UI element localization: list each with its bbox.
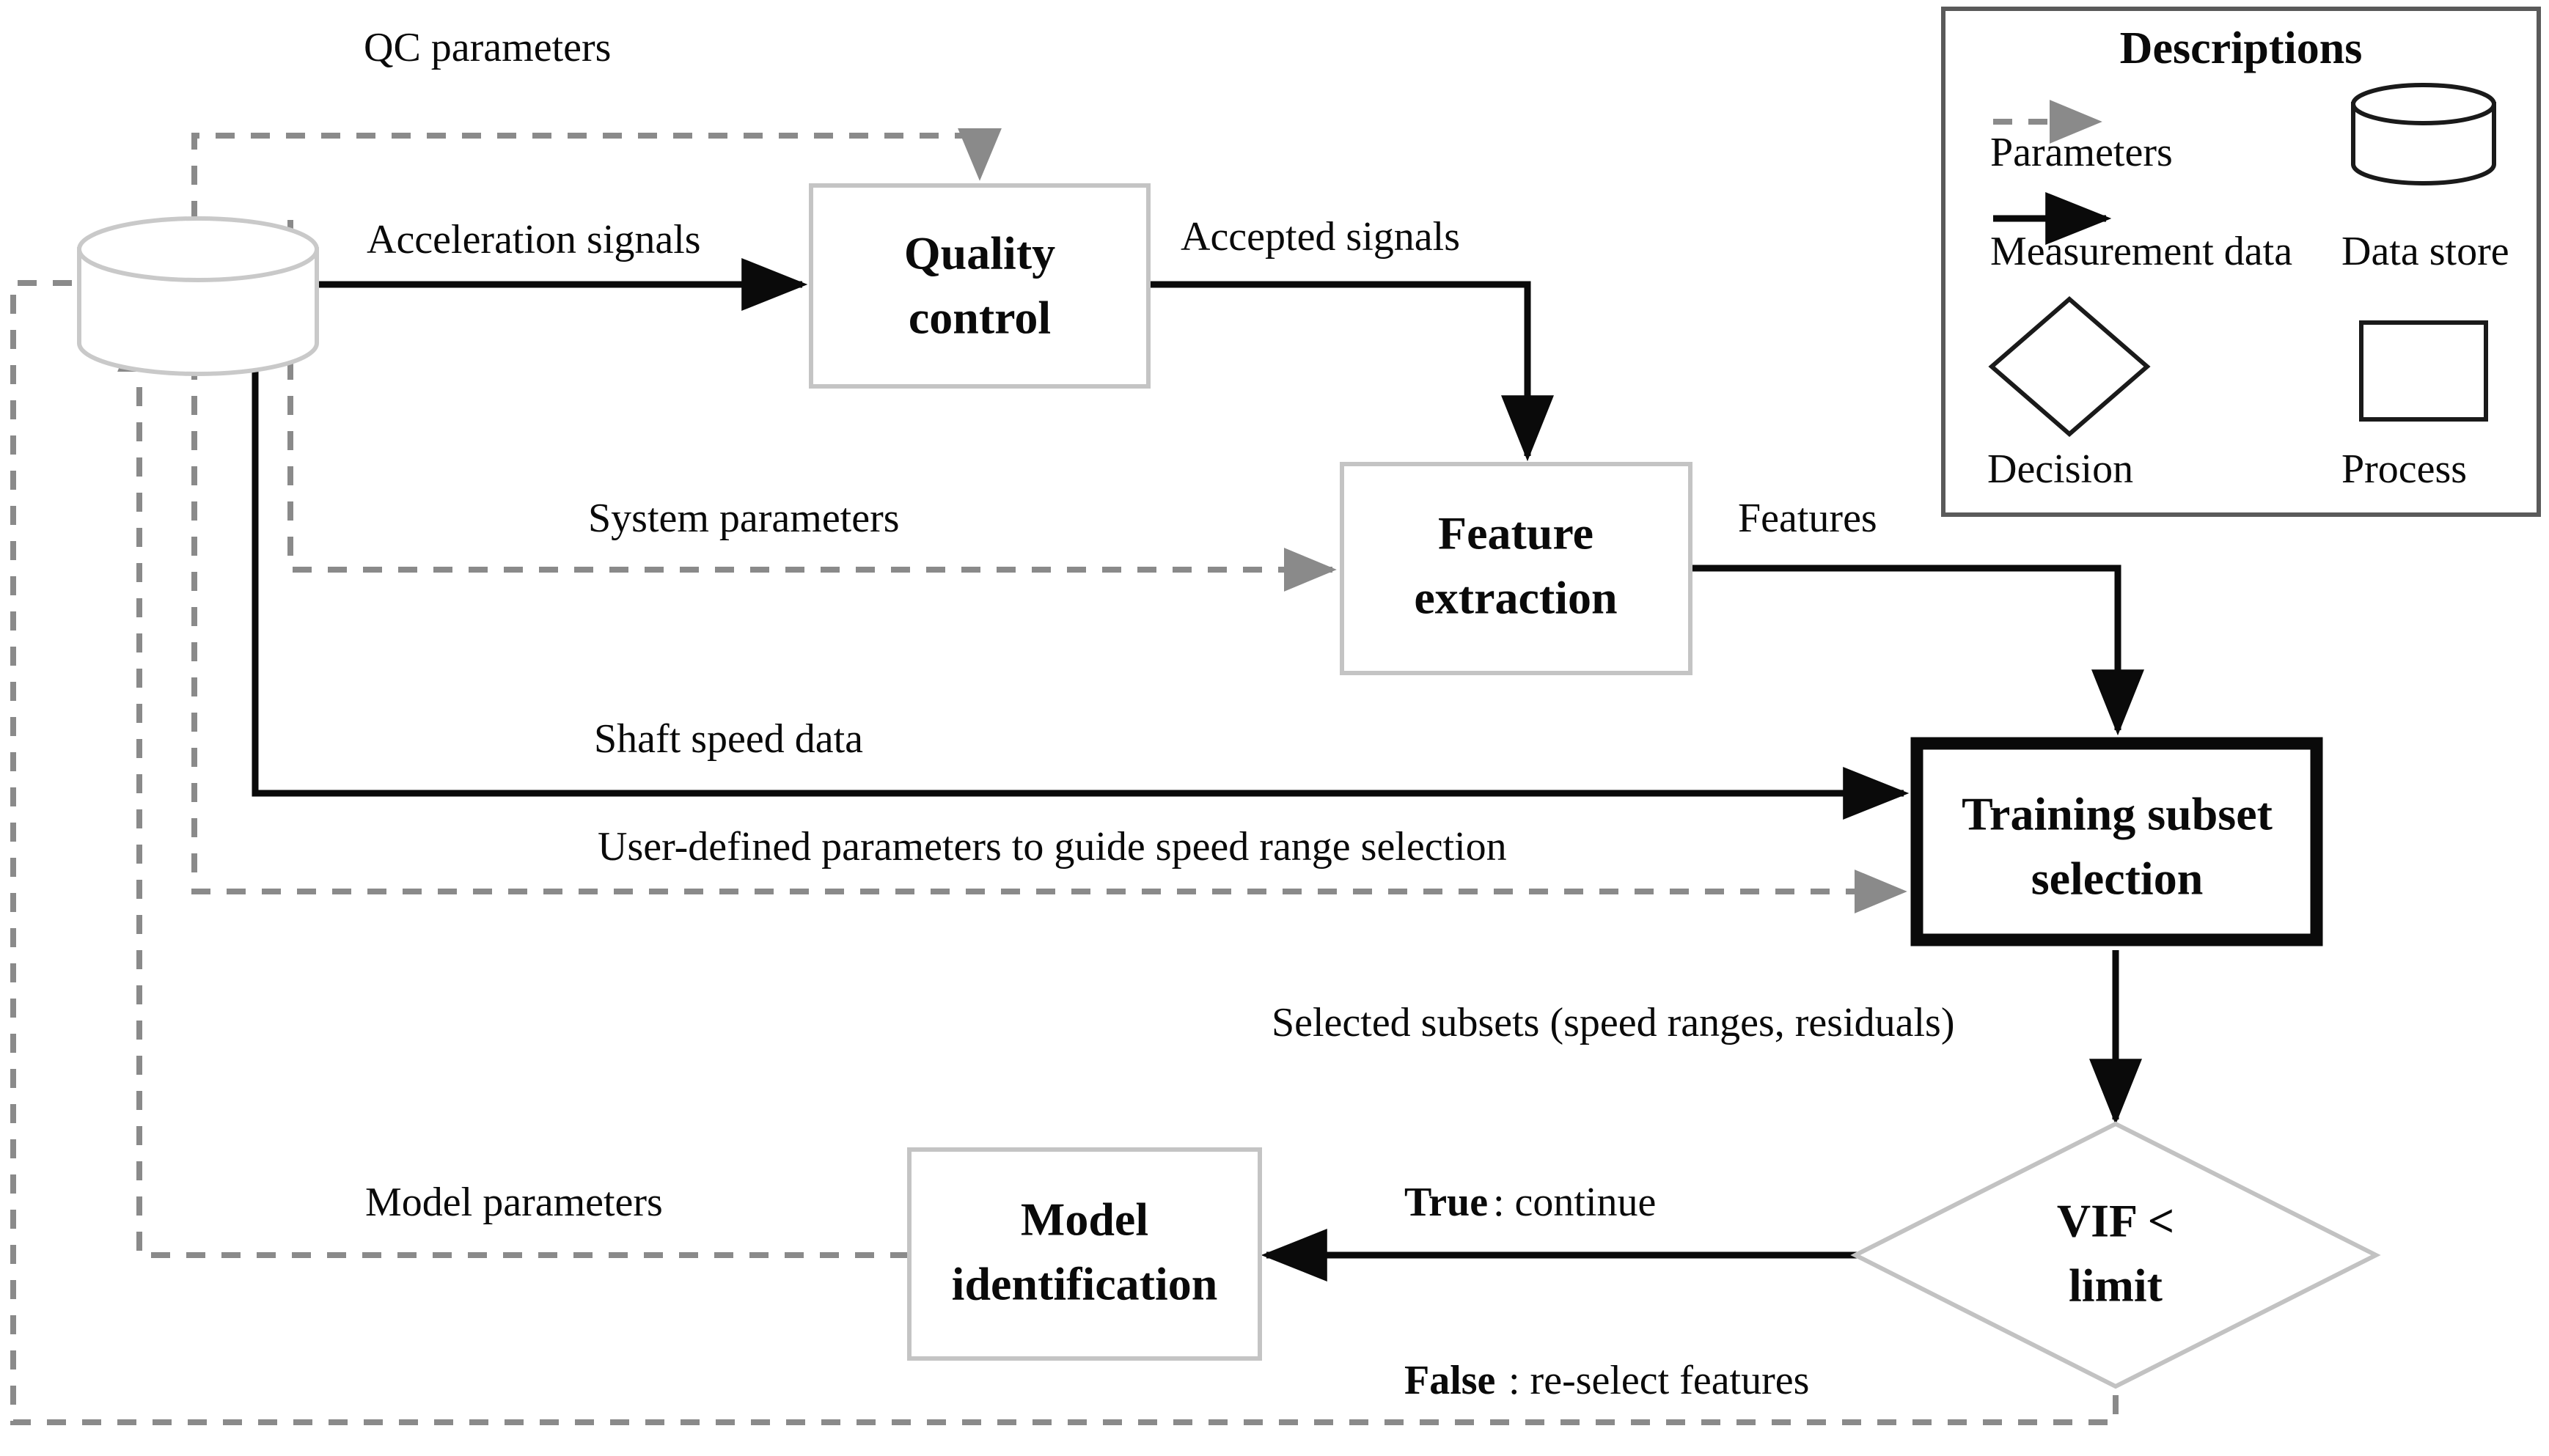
edge-label-false-branch-text: : re-select features (1508, 1358, 1809, 1403)
legend-label-process: Process (2341, 446, 2467, 492)
edge-label-user-defined-parameters: User-defined parameters to guide speed r… (598, 824, 1507, 869)
edge-accepted-signals-line (1148, 281, 1554, 462)
node-vif-decision[interactable]: VIF < limit (1850, 1121, 2381, 1389)
legend-title: Descriptions (2120, 23, 2363, 73)
legend-label-parameters: Parameters (1990, 130, 2173, 175)
edge-label-acceleration-signals: Acceleration signals (367, 217, 701, 262)
edge-false-reselect-line (10, 261, 2119, 1425)
legend-decision-icon (1988, 296, 2151, 437)
edge-label-selected-subsets: Selected subsets (speed ranges, residual… (1272, 1000, 1955, 1045)
node-quality-control-line2: control (909, 292, 1051, 344)
edge-label-model-parameters: Model parameters (365, 1180, 663, 1225)
node-quality-control-line1: Quality (904, 227, 1055, 279)
node-model-identification[interactable]: Model identification (907, 1147, 1262, 1361)
node-data-store[interactable] (77, 216, 319, 376)
edge-shaft-speed-data-line (252, 315, 1910, 820)
node-quality-control[interactable]: Quality control (809, 183, 1151, 389)
node-training-subset-selection[interactable]: Training subset selection (1910, 737, 2323, 946)
edge-label-false-branch-keyword: False (1404, 1358, 1495, 1403)
edge-label-features: Features (1738, 496, 1877, 541)
edge-user-defined-parameters-line (191, 220, 1907, 913)
edge-qc-parameters-line (191, 128, 1002, 220)
edge-label-true-branch-keyword: True (1404, 1180, 1488, 1225)
node-training-subset-selection-line2: selection (2031, 853, 2204, 905)
node-vif-decision-line1: VIF < (2057, 1195, 2174, 1247)
legend-label-data-store: Data store (2341, 229, 2509, 274)
node-feature-extraction[interactable]: Feature extraction (1340, 462, 1692, 675)
node-feature-extraction-line2: extraction (1414, 572, 1617, 624)
legend-label-measurement-data: Measurement data (1990, 229, 2292, 274)
node-model-identification-line1: Model (1021, 1194, 1148, 1246)
edge-label-accepted-signals: Accepted signals (1181, 214, 1460, 260)
edge-label-true-branch: True : continue (1404, 1180, 1656, 1225)
edge-label-qc-parameters: QC parameters (364, 25, 611, 70)
node-vif-decision-line2: limit (2069, 1260, 2163, 1312)
edge-label-system-parameters: System parameters (588, 496, 900, 541)
edge-label-true-branch-text: : continue (1493, 1180, 1656, 1225)
edge-label-shaft-speed-data: Shaft speed data (594, 716, 863, 762)
edge-label-false-branch: False : re-select features (1404, 1358, 1809, 1403)
node-model-identification-line2: identification (952, 1258, 1218, 1310)
legend-data-store-icon (2351, 83, 2496, 185)
node-feature-extraction-line1: Feature (1438, 507, 1593, 559)
legend-process-icon (2359, 320, 2488, 422)
node-training-subset-selection-line1: Training subset (1962, 788, 2273, 840)
legend-label-decision: Decision (1987, 446, 2133, 492)
edge-features-line (1690, 565, 2144, 736)
edge-model-parameters-line (117, 319, 909, 1258)
legend-panel: Descriptions Parameters Measurement data… (1941, 7, 2541, 517)
